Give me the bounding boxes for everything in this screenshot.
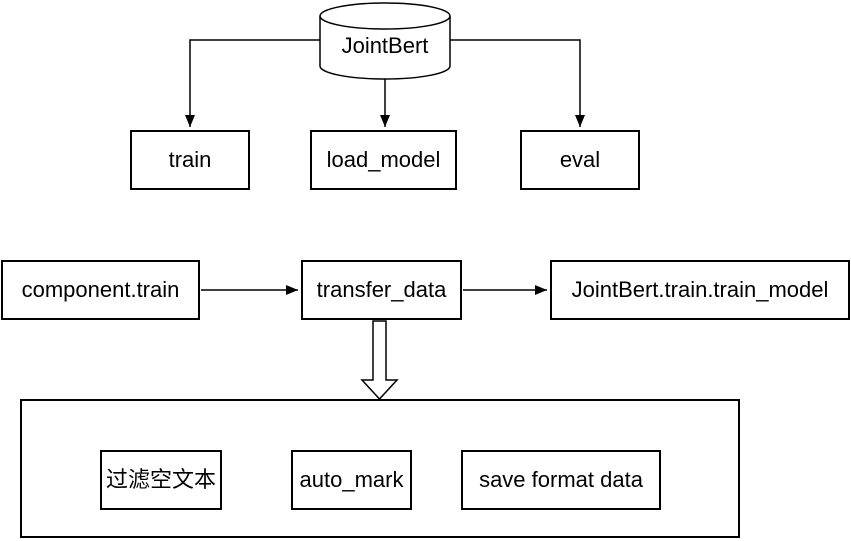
node-jointbert-label: JointBert xyxy=(341,33,429,58)
node-auto-mark-label: auto_mark xyxy=(299,466,404,492)
node-jointbert-cylinder: JointBert xyxy=(322,32,448,60)
node-jointbert-train-train-model-label: JointBert.train.train_model xyxy=(571,276,829,302)
node-component-train-label: component.train xyxy=(21,276,180,302)
node-train-label: train xyxy=(168,146,212,172)
node-filter-empty-text: 过滤空文本 xyxy=(100,450,222,510)
node-eval-label: eval xyxy=(559,146,601,172)
node-save-format-data: save format data xyxy=(461,450,661,510)
cylinder-shape xyxy=(319,2,451,80)
edge-jointbert-eval xyxy=(450,39,585,127)
node-filter-empty-text-label: 过滤空文本 xyxy=(105,466,216,492)
node-train: train xyxy=(130,130,250,190)
node-transfer-data-label: transfer_data xyxy=(316,276,447,302)
node-transfer-data: transfer_data xyxy=(301,260,462,320)
node-save-format-data-label: save format data xyxy=(479,466,643,492)
block-arrow-transfer-data-process-group xyxy=(360,320,399,401)
node-load-model: load_model xyxy=(310,130,457,190)
node-eval: eval xyxy=(520,130,640,190)
node-auto-mark: auto_mark xyxy=(291,450,412,510)
node-component-train: component.train xyxy=(1,260,200,320)
edge-jointbert-train xyxy=(185,39,320,127)
node-load-model-label: load_model xyxy=(326,146,441,172)
node-jointbert-train-train-model: JointBert.train.train_model xyxy=(550,260,850,320)
